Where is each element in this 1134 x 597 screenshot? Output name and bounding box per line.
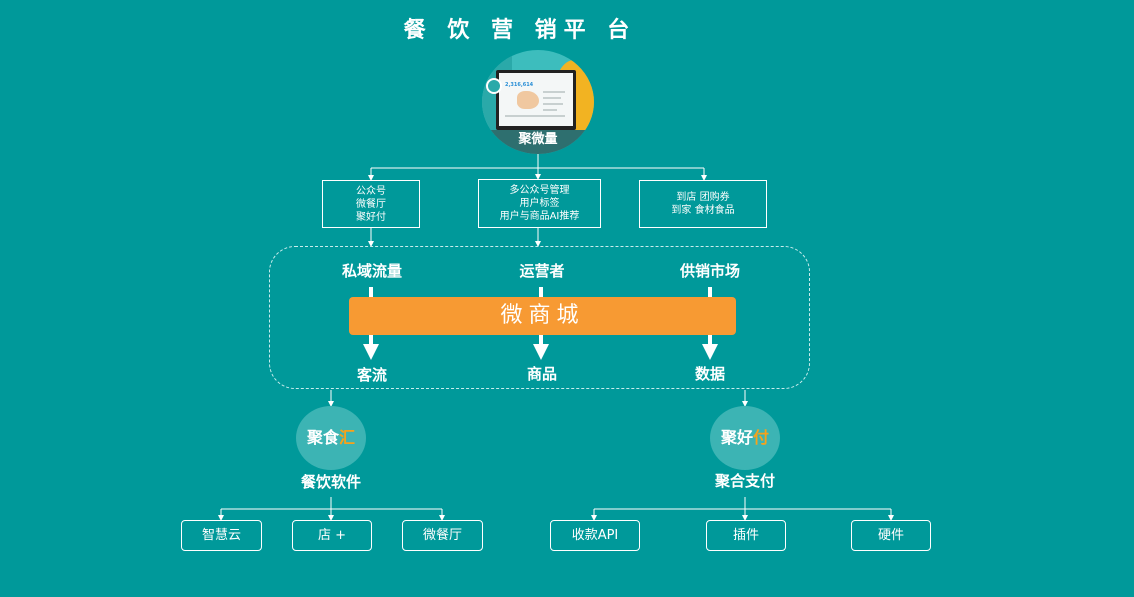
chip-micro-restaurant: 微餐厅 <box>402 520 483 551</box>
hero-label: 聚微量 <box>482 130 594 154</box>
feature-box-management: 多公众号管理 用户标签 用户与商品AI推荐 <box>478 179 601 228</box>
hero-connector <box>368 154 707 181</box>
monitor-illustration: 2,316,614 <box>496 70 576 130</box>
box-connector <box>368 228 541 247</box>
branch-connector <box>328 390 748 407</box>
input-label: 供销市场 <box>679 262 740 280</box>
chip-payment-api: 收款API <box>550 520 640 551</box>
juhaofu-logo: 聚好付 <box>710 406 780 470</box>
feature-box-services: 到店 团购券 到家 食材食品 <box>639 180 767 228</box>
chip-hardware: 硬件 <box>851 520 931 551</box>
map-graphic <box>517 91 539 109</box>
feature-box-channels: 公众号 微餐厅 聚好付 <box>322 180 420 228</box>
input-connector <box>369 287 712 297</box>
right-items-connector <box>591 497 894 521</box>
hero-image: 2,316,614 聚微量 <box>482 50 594 154</box>
screen-number: 2,316,614 <box>505 82 534 88</box>
input-label: 运营者 <box>519 262 565 280</box>
core-container <box>269 246 810 389</box>
core-center-bar: 微商城 <box>349 297 736 335</box>
user-icon <box>486 78 502 94</box>
input-label: 私域流量 <box>341 262 402 280</box>
left-items-connector <box>218 497 445 521</box>
chip-store-plus: 店 + <box>292 520 372 551</box>
output-label: 数据 <box>694 365 725 383</box>
branch-label-software: 餐饮软件 <box>300 473 361 491</box>
output-connector <box>363 335 718 360</box>
page-title: 餐 饮 营 销平 台 <box>403 18 637 43</box>
chip-smart-cloud: 智慧云 <box>181 520 262 551</box>
jushihui-logo: 聚食汇 <box>296 406 366 470</box>
output-label: 商品 <box>526 365 557 383</box>
output-label: 客流 <box>356 366 387 384</box>
chip-plugin: 插件 <box>706 520 786 551</box>
branch-label-payment: 聚合支付 <box>714 472 775 490</box>
